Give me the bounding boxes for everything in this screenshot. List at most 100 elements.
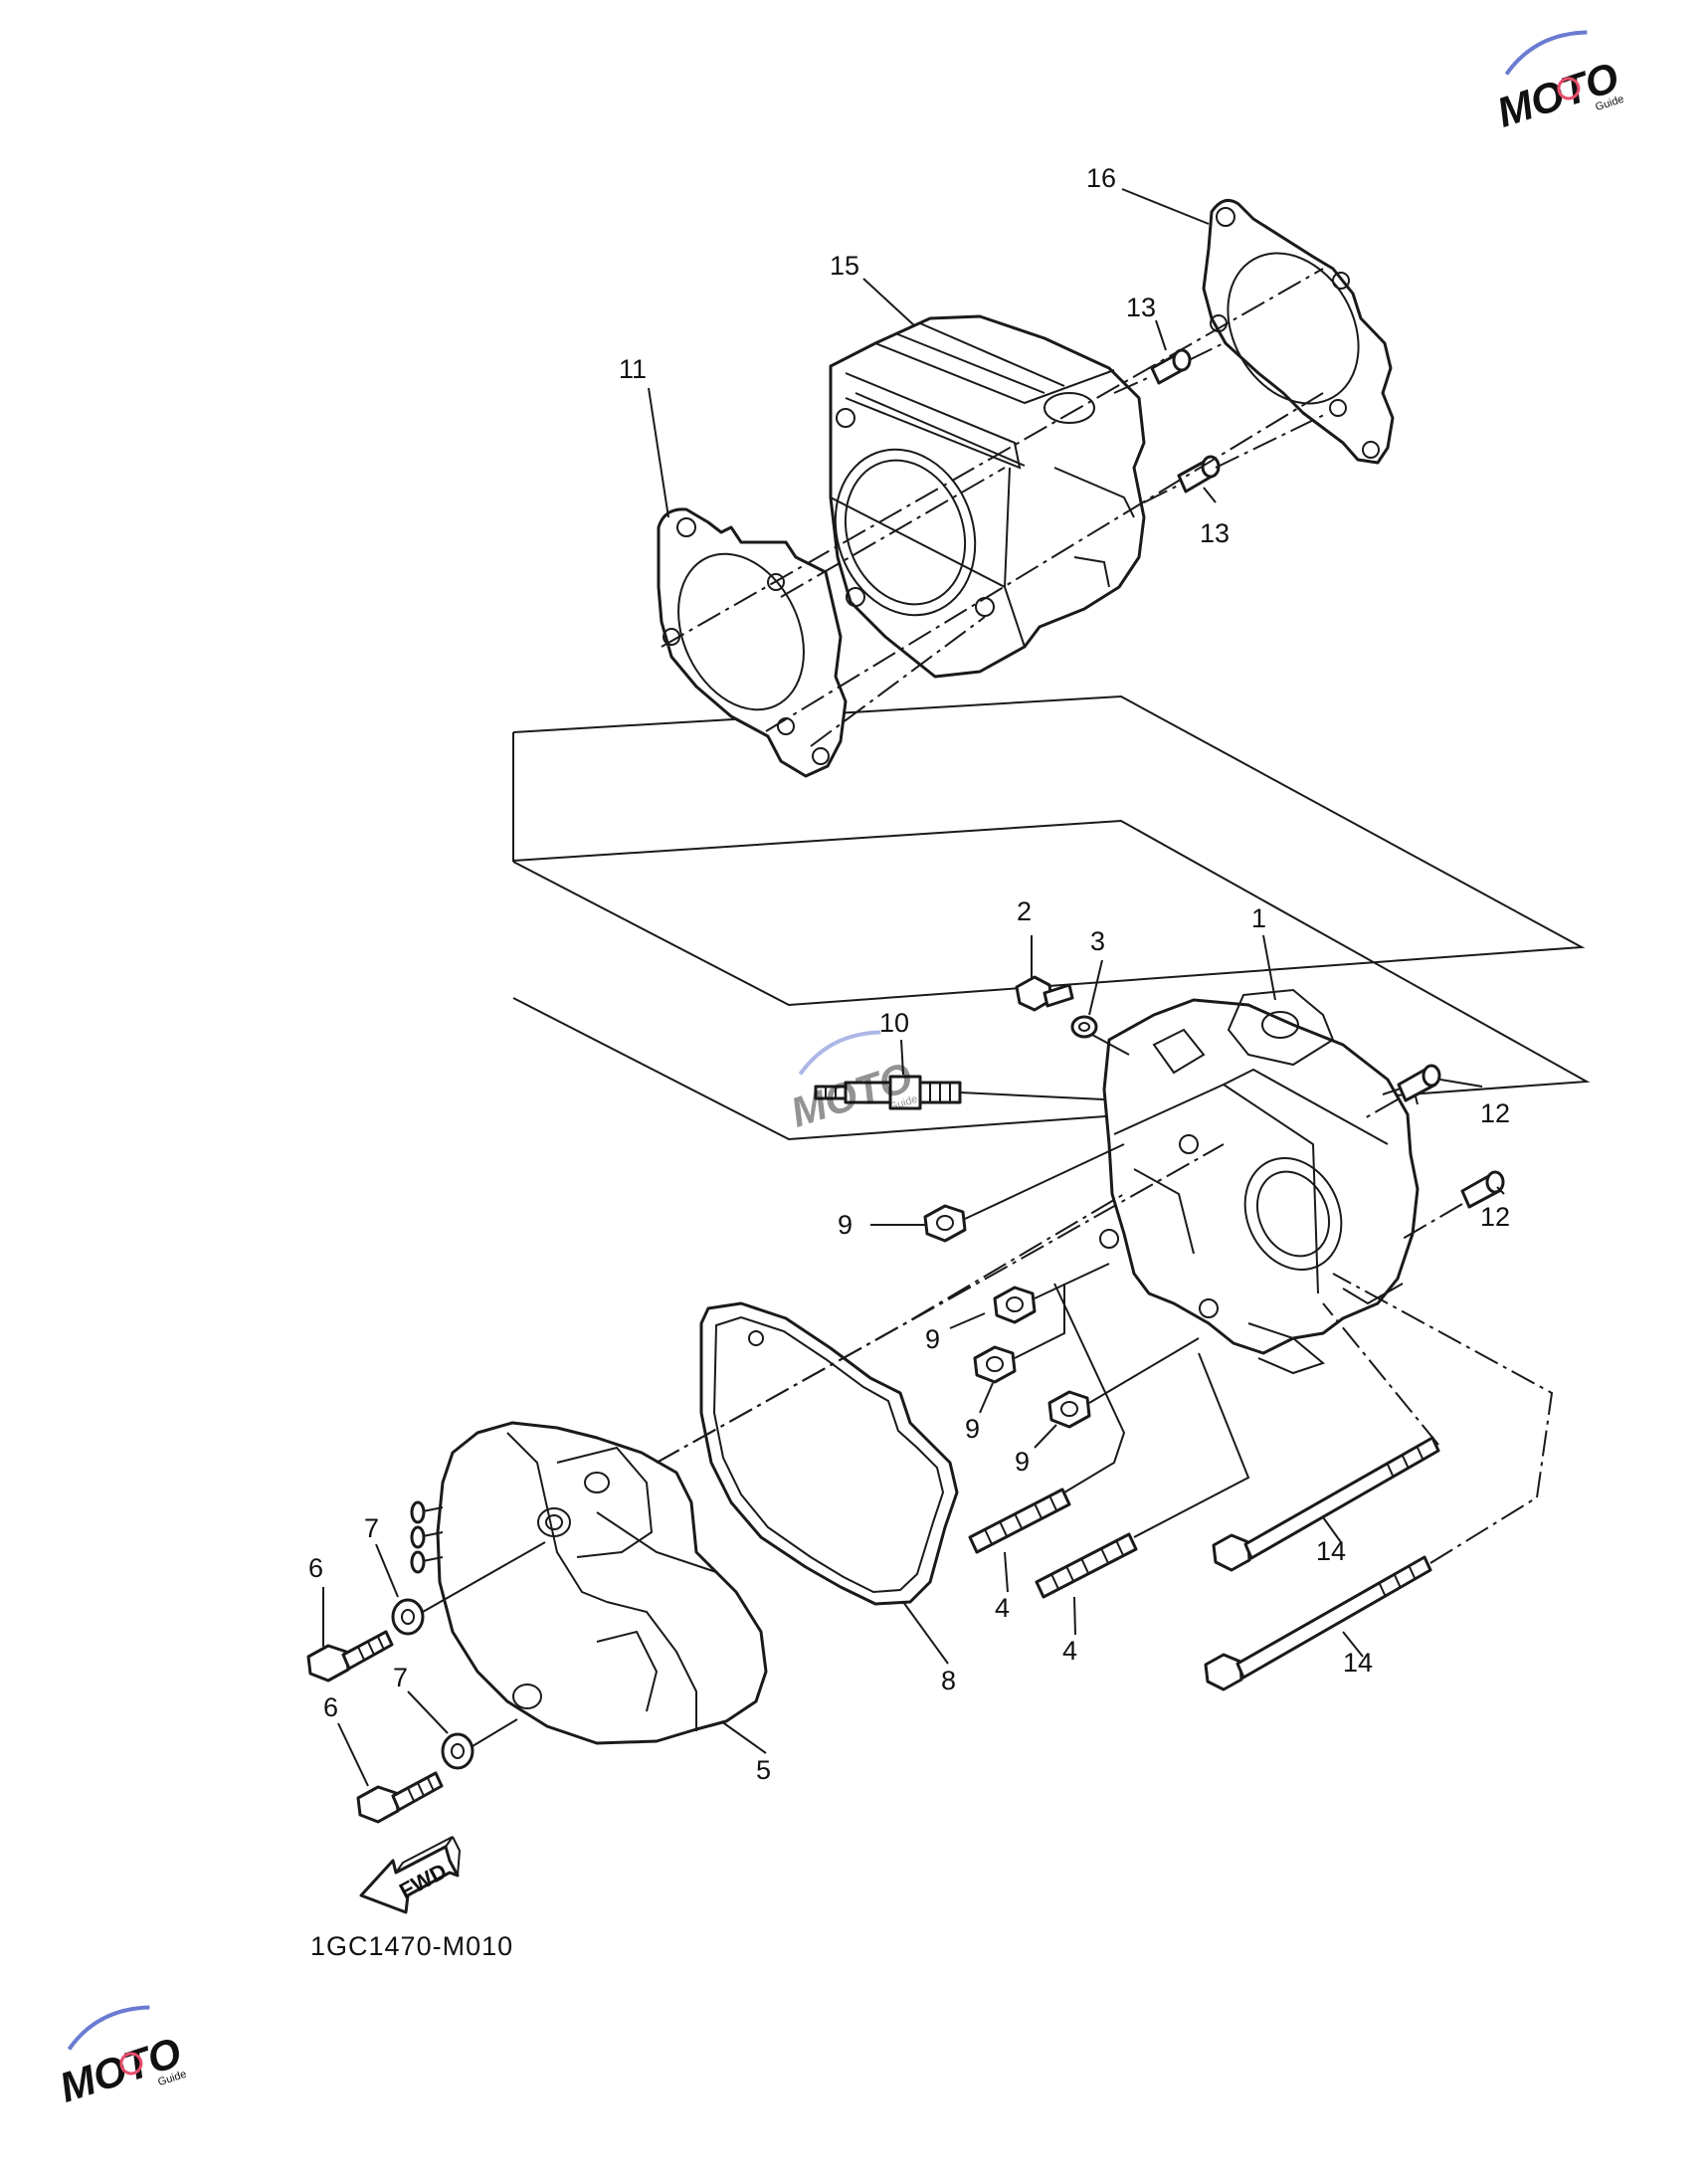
leader-12a [1439,1079,1483,1088]
alignment-line-14b-head [1332,1273,1554,1498]
alignment-line-cover-head [656,1193,1125,1464]
leader-11 [648,387,669,518]
dowel-pin-13-lower [1177,455,1221,494]
callout-14-b: 14 [1343,1648,1373,1678]
callout-5: 5 [756,1755,771,1785]
alignment-line-12-upper [1362,1098,1399,1120]
callout-3: 3 [1090,926,1105,956]
nut-part-9-c [973,1345,1017,1384]
leader-9b-to-head [1034,1263,1110,1299]
leader-10 [900,1039,904,1076]
leader-9c-to-head [1014,1284,1065,1359]
alignment-line-13-lower [1143,484,1181,503]
base-gasket-part-11 [657,507,848,778]
alignment-line-12-lower [1402,1203,1463,1240]
leader-4a [1004,1551,1009,1593]
stud-bolt-part-4-b [1035,1532,1138,1599]
leader-3-to-head [1091,1034,1130,1056]
callout-13-upper: 13 [1126,293,1156,322]
alignment-line-14a [1322,1302,1439,1446]
callout-16: 16 [1086,163,1116,193]
head-cover-part-5 [410,1421,768,1745]
callout-6-b: 6 [323,1692,338,1722]
dowel-pin-12-upper [1397,1064,1441,1102]
stud-bolt-part-4-a [968,1487,1071,1554]
callout-2: 2 [1017,896,1032,926]
watermark-logo-center: MOTO Guide [785,1030,919,1136]
dowel-pin-12-lower [1460,1170,1505,1209]
leader-4b [1073,1596,1076,1636]
alignment-line-14b [1429,1496,1538,1564]
leader-1 [1262,934,1276,1001]
bolt-part-6-a [306,1630,394,1683]
long-bolt-part-14-b [1204,1555,1432,1691]
nut-part-9-d [1047,1390,1091,1429]
callout-10: 10 [879,1008,909,1038]
leader-9d-to-head [1088,1337,1200,1404]
cylinder-head-part-1 [1099,988,1420,1375]
leader-5 [720,1720,767,1754]
leader-3 [1088,959,1103,1016]
callout-15: 15 [830,251,859,281]
callout-6-a: 6 [308,1553,323,1583]
leader-13b [1203,487,1217,503]
nut-part-9-b [993,1286,1037,1324]
bolt-part-6-b [356,1771,444,1824]
alignment-line-11-15-c [780,467,1006,598]
callout-4-b: 4 [1062,1636,1077,1666]
watermark-logo-top-right: MOTO Guide [1491,30,1625,136]
leader-13a [1155,319,1167,351]
alignment-line-13-upper [1113,375,1153,394]
callout-1: 1 [1251,903,1266,933]
dowel-pin-13-upper [1150,348,1192,385]
leader-7a [375,1543,399,1598]
leader-16 [1121,188,1210,225]
washer-part-7-b [441,1732,474,1770]
diagram-code: 1GC1470-M010 [310,1931,513,1961]
leader-10-to-head [959,1091,1105,1100]
callout-9-d: 9 [1015,1447,1030,1477]
bolt-part-2 [1015,975,1074,1012]
cylinder-part-15 [829,314,1146,679]
callout-9-a: 9 [838,1210,853,1240]
leader-14b [1342,1631,1364,1658]
upper-assembly-plane [512,694,1586,1007]
leader-14a [1322,1516,1342,1543]
callout-7-a: 7 [364,1513,379,1543]
callout-9-b: 9 [925,1324,940,1354]
leader-6b [337,1722,369,1787]
long-bolt-part-14-a [1212,1436,1440,1572]
watermark-logo-bottom-left: MOTO Guide [54,2005,188,2111]
callout-11: 11 [619,354,647,384]
alignment-line-13-gasket-b [1188,342,1225,361]
spark-plug-part-10 [814,1075,962,1110]
callout-8: 8 [941,1666,956,1695]
alignment-line-13-gasket [1215,412,1329,469]
callout-14-a: 14 [1316,1536,1346,1566]
washer-part-3 [1070,1015,1098,1039]
leader-15 [862,278,916,327]
callout-9-c: 9 [965,1414,980,1444]
leader-9a-to-head [964,1143,1125,1220]
callout-12-upper: 12 [1480,1098,1510,1128]
leader-4a-to-head [1053,1283,1126,1493]
leader-7b-to-cover [472,1718,518,1747]
leader-7b [407,1690,449,1734]
leader-9b [949,1312,986,1329]
nut-part-9-a [923,1204,967,1243]
leader-9d [1034,1424,1057,1449]
lower-assembly-plane [512,819,1591,1141]
callout-7-b: 7 [393,1663,408,1692]
washer-part-7-a [391,1598,425,1636]
alignment-line-11-15-d [810,616,986,747]
leader-8 [902,1601,949,1665]
callout-12-lower: 12 [1480,1202,1510,1232]
leader-4b-to-head [1133,1352,1250,1538]
leader-7a-to-cover [422,1541,546,1613]
alignment-line-11-15-a [661,268,1324,648]
callout-13-lower: 13 [1200,518,1230,548]
leader-9c [979,1382,994,1414]
head-cover-gasket-part-8 [699,1301,959,1606]
forward-direction-arrow: FWD [359,1836,462,1914]
